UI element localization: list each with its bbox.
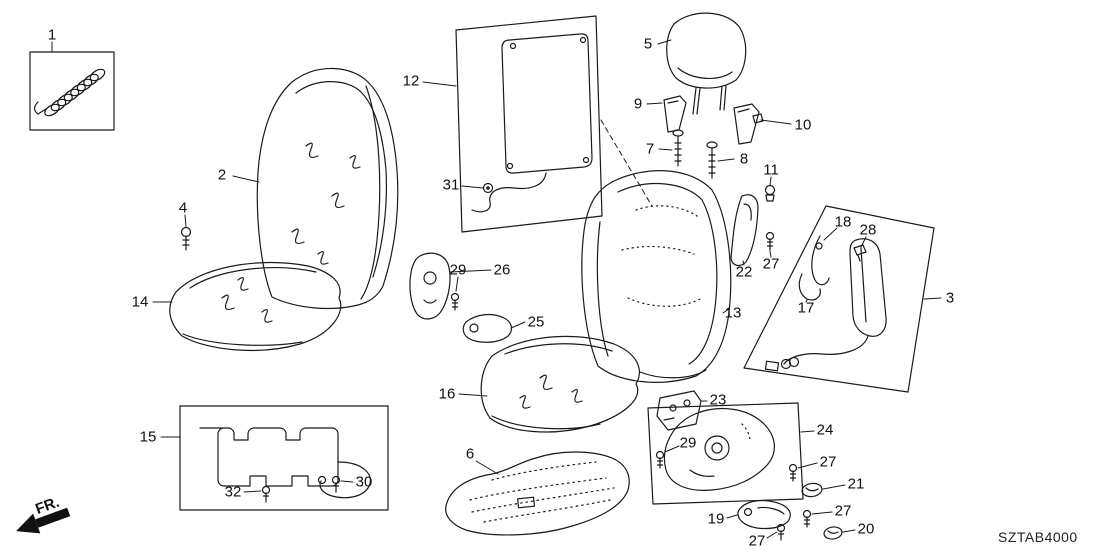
part-27-screw-d xyxy=(776,523,786,541)
callout-part-13: 13 xyxy=(724,304,742,322)
callout-part-3: 3 xyxy=(945,289,955,307)
part-29-bolt-b xyxy=(655,450,665,469)
part-27-screw-a xyxy=(765,231,775,251)
callout-part-8: 8 xyxy=(739,150,749,168)
callout-part-5: 5 xyxy=(643,35,653,53)
callout-part-23: 23 xyxy=(709,391,727,409)
callout-part-19: 19 xyxy=(707,510,725,528)
part-8-bolt xyxy=(706,141,718,179)
part-26-recliner-cover-inner xyxy=(409,252,451,320)
part-9-headrest-guide xyxy=(663,95,687,133)
part-12-seat-back-heater xyxy=(455,15,603,233)
callout-part-14: 14 xyxy=(131,293,149,311)
part-15-seat-heater xyxy=(179,405,389,511)
part-18-wire xyxy=(811,235,830,286)
callout-part-18: 18 xyxy=(834,213,852,231)
part-19-handle xyxy=(737,499,791,530)
callout-part-29a: 29 xyxy=(449,261,467,279)
part-16-seat-cushion-right xyxy=(480,335,640,433)
part-28-clip xyxy=(853,244,867,262)
callout-part-6: 6 xyxy=(465,445,475,463)
callout-part-30: 30 xyxy=(355,473,373,491)
callout-part-9: 9 xyxy=(633,95,643,113)
part-13-seat-back-pad xyxy=(581,170,732,383)
callout-part-4: 4 xyxy=(178,199,188,217)
part-5-headrest xyxy=(666,12,747,115)
part-32-clip xyxy=(261,485,271,503)
callout-part-11: 11 xyxy=(763,161,779,179)
diagram-code: SZTAB4000 xyxy=(998,529,1078,545)
part-27-screw-b xyxy=(788,463,798,482)
part-22-side-trim xyxy=(730,194,759,267)
callout-part-17: 17 xyxy=(797,299,815,317)
callout-part-26: 26 xyxy=(493,261,511,279)
part-6-floor-carpet xyxy=(445,451,630,536)
part-7-bolt xyxy=(672,129,684,167)
callout-part-22: 22 xyxy=(735,263,753,281)
callout-part-20: 20 xyxy=(857,520,875,538)
callout-part-31: 31 xyxy=(442,176,460,194)
part-31-connector xyxy=(482,182,494,194)
callout-part-27a: 27 xyxy=(762,255,780,273)
callout-part-10: 10 xyxy=(794,116,812,134)
callout-part-21: 21 xyxy=(847,475,865,493)
callout-part-28: 28 xyxy=(859,221,877,239)
part-24-recliner-cover-outer xyxy=(647,402,804,505)
callout-part-12: 12 xyxy=(402,72,420,90)
callout-part-1: 1 xyxy=(47,26,57,44)
part-25-lever xyxy=(462,313,513,343)
callout-part-2: 2 xyxy=(217,166,227,184)
callout-part-24: 24 xyxy=(816,421,834,439)
part-27-screw-c xyxy=(802,509,812,528)
callout-part-25: 25 xyxy=(527,313,545,331)
callout-part-16: 16 xyxy=(438,385,456,403)
part-29-bolt-a xyxy=(450,292,460,311)
part-11-nut xyxy=(764,184,776,202)
callout-part-32: 32 xyxy=(224,483,242,501)
callout-part-27b: 27 xyxy=(819,453,837,471)
callout-part-27c: 27 xyxy=(834,502,852,520)
part-1-spring xyxy=(29,51,115,131)
callout-part-29b: 29 xyxy=(679,434,697,452)
part-3-side-airbag-module xyxy=(743,205,935,393)
part-20-cap xyxy=(823,526,843,540)
part-14-seat-cushion xyxy=(169,261,342,351)
leader-lines xyxy=(51,39,942,539)
part-17-wire xyxy=(798,273,821,301)
part-10-headrest-guide-lock xyxy=(733,103,764,145)
part-2-seat-back-cover xyxy=(256,67,399,310)
callout-part-27d: 27 xyxy=(748,532,766,550)
callout-part-7: 7 xyxy=(645,140,655,158)
part-4-bolt xyxy=(180,226,192,251)
part-23-bracket xyxy=(656,390,702,431)
part-21-cap xyxy=(801,482,823,498)
part-30-clip xyxy=(331,475,341,493)
fr-direction-arrow: FR. xyxy=(16,494,71,534)
callout-part-15: 15 xyxy=(139,428,157,446)
